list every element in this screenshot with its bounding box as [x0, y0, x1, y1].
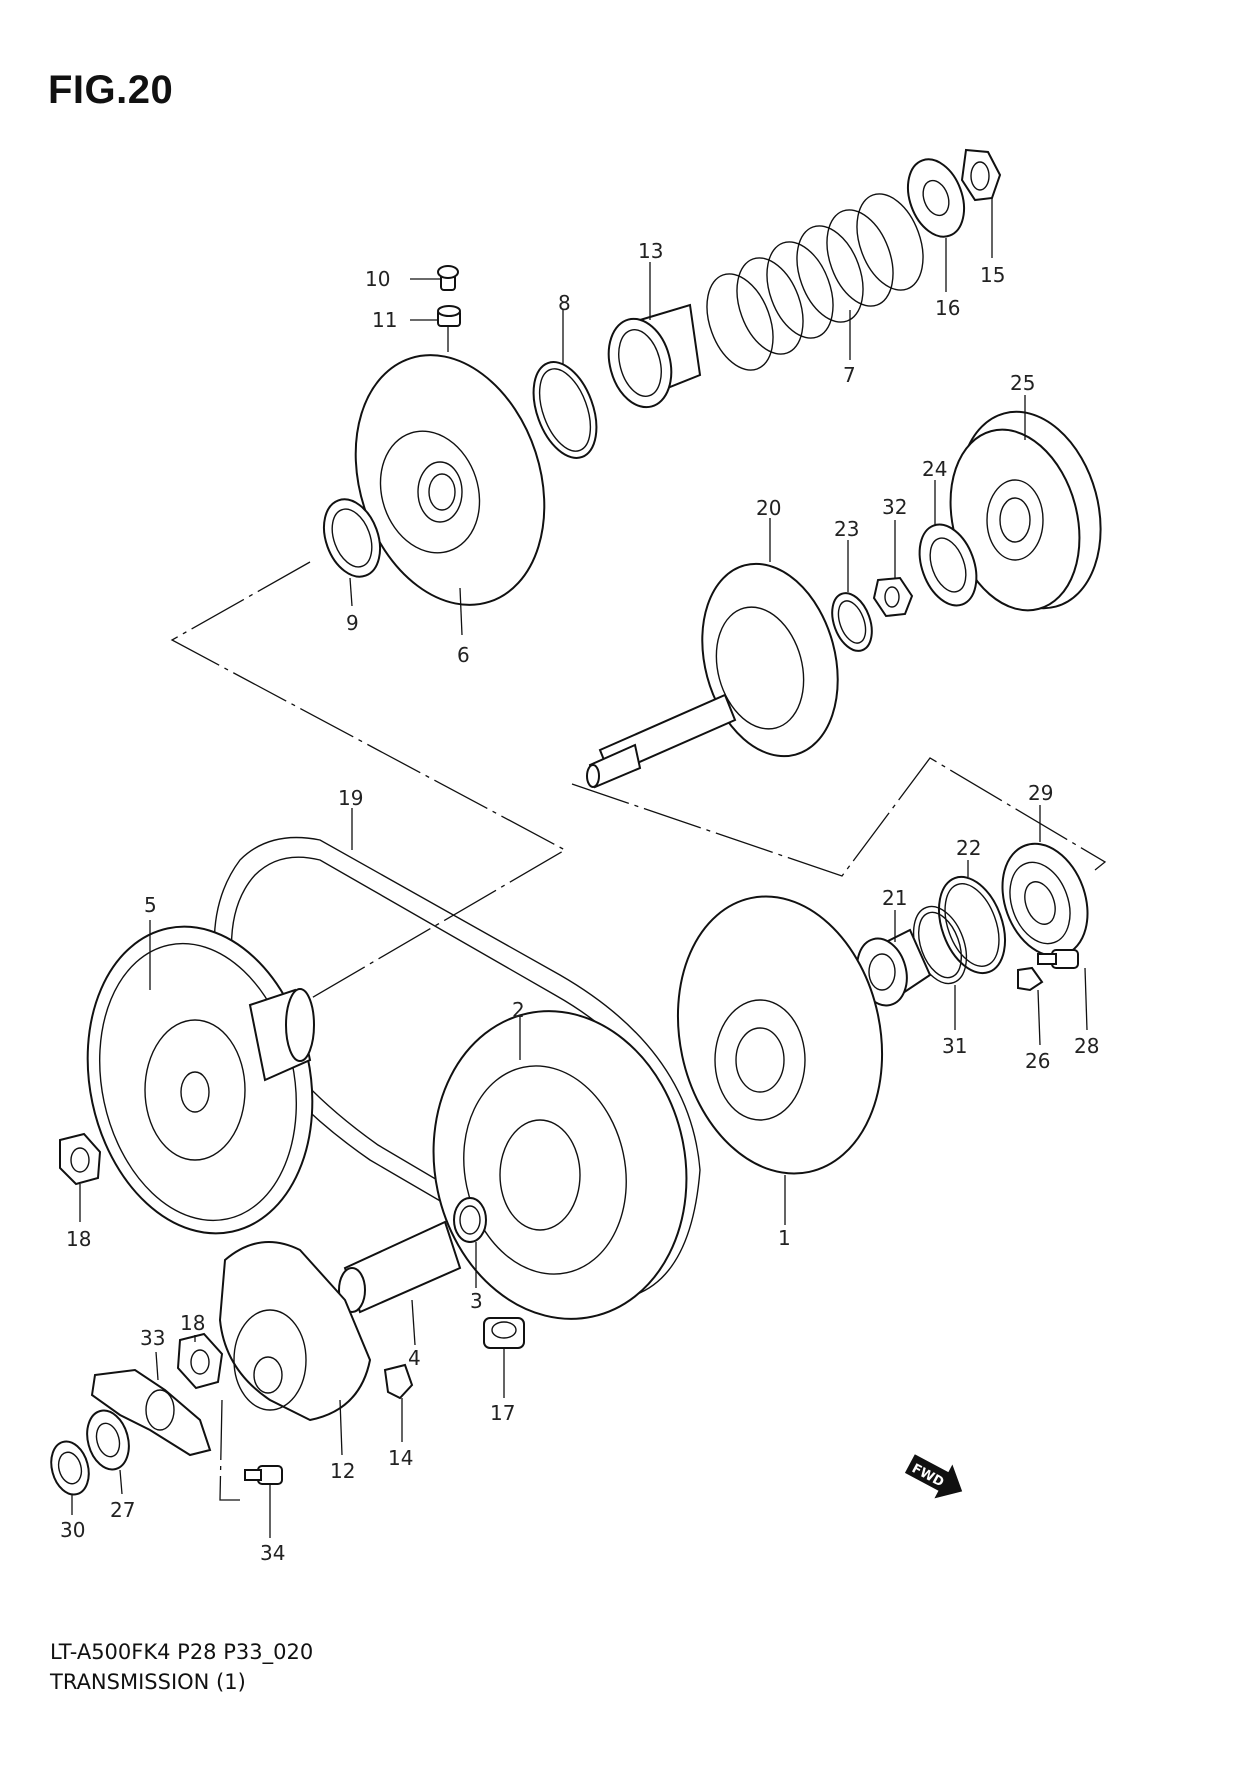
part-5-plate	[86, 925, 315, 1235]
part-2-driven-pulley	[432, 1010, 688, 1320]
fwd-arrow-icon: FWD	[904, 1454, 963, 1499]
part-14-clip	[383, 1363, 414, 1400]
part-24-bearing	[918, 523, 978, 607]
callout-9: 9	[346, 611, 359, 635]
callout-18b: 18	[180, 1311, 205, 1335]
part-22-circlip	[938, 875, 1006, 975]
callout-30: 30	[60, 1518, 85, 1542]
part-15-nut	[960, 148, 1002, 202]
part-29-bearing	[1001, 842, 1089, 958]
callout-7: 7	[843, 363, 856, 387]
part-10-plug	[437, 265, 459, 291]
part-33-bracket	[90, 1368, 212, 1457]
leader-lines	[71, 198, 1088, 1538]
callout-12: 12	[330, 1459, 355, 1483]
callout-29: 29	[1028, 781, 1053, 805]
callout-31: 31	[942, 1034, 967, 1058]
part-34-bolt	[244, 1465, 283, 1485]
part-1-drive-face	[676, 895, 884, 1175]
callout-18a: 18	[66, 1227, 91, 1251]
callout-2: 2	[512, 998, 525, 1022]
callout-15: 15	[980, 263, 1005, 287]
callout-6: 6	[457, 643, 470, 667]
callout-3: 3	[470, 1289, 483, 1313]
part-27-seal	[86, 1409, 130, 1471]
callout-16: 16	[935, 296, 960, 320]
part-9-ring	[322, 498, 382, 578]
part-3-washer	[453, 1197, 487, 1243]
figure-title: FIG.20	[48, 68, 174, 112]
part-11-collar	[437, 305, 461, 327]
part-13-spacer	[607, 303, 702, 409]
model-code: LT-A500FK4 P28 P33_020	[50, 1640, 314, 1664]
callout-23: 23	[834, 517, 859, 541]
part-25-clutch	[949, 410, 1102, 612]
part-18-collar-a	[59, 1132, 102, 1186]
section-name: TRANSMISSION (1)	[50, 1670, 246, 1694]
part-30-washer	[50, 1440, 90, 1496]
callout-21: 21	[882, 886, 907, 910]
part-32-nut	[872, 576, 914, 618]
callout-19: 19	[338, 786, 363, 810]
callout-17: 17	[490, 1401, 515, 1425]
part-16-washer	[906, 158, 966, 238]
callout-14: 14	[388, 1446, 413, 1470]
callout-24: 24	[922, 457, 947, 481]
callout-25: 25	[1010, 371, 1035, 395]
part-26-retainer	[1017, 966, 1044, 992]
callout-5: 5	[144, 893, 157, 917]
callout-26: 26	[1025, 1049, 1050, 1073]
callout-8: 8	[558, 291, 571, 315]
part-28-bolt	[1037, 949, 1079, 969]
part-6-drive-face	[354, 354, 546, 606]
callout-33: 33	[140, 1326, 165, 1350]
callout-13: 13	[638, 239, 663, 263]
callout-4: 4	[408, 1346, 421, 1370]
callout-20: 20	[756, 496, 781, 520]
part-20-shaft	[586, 562, 839, 789]
part-17-collar	[483, 1317, 525, 1349]
part-18-collar-b	[176, 1332, 224, 1390]
callout-34: 34	[260, 1541, 285, 1565]
callout-labels: 1 2 3 4 5 6 7 8 9 10 11 12 13 14 15 16 1…	[60, 239, 1099, 1565]
callout-27: 27	[110, 1498, 135, 1522]
part-23-washer	[831, 592, 873, 652]
part-7-spring	[706, 193, 924, 371]
callout-28: 28	[1074, 1034, 1099, 1058]
callout-32: 32	[882, 495, 907, 519]
callout-10: 10	[365, 267, 390, 291]
callout-22: 22	[956, 836, 981, 860]
part-4-sleeve	[338, 1220, 462, 1314]
part-8-o-ring	[532, 361, 598, 459]
part-12-cam	[218, 1241, 372, 1422]
callout-1: 1	[778, 1226, 791, 1250]
assembly-lines	[170, 561, 1107, 1501]
callout-11: 11	[372, 308, 397, 332]
